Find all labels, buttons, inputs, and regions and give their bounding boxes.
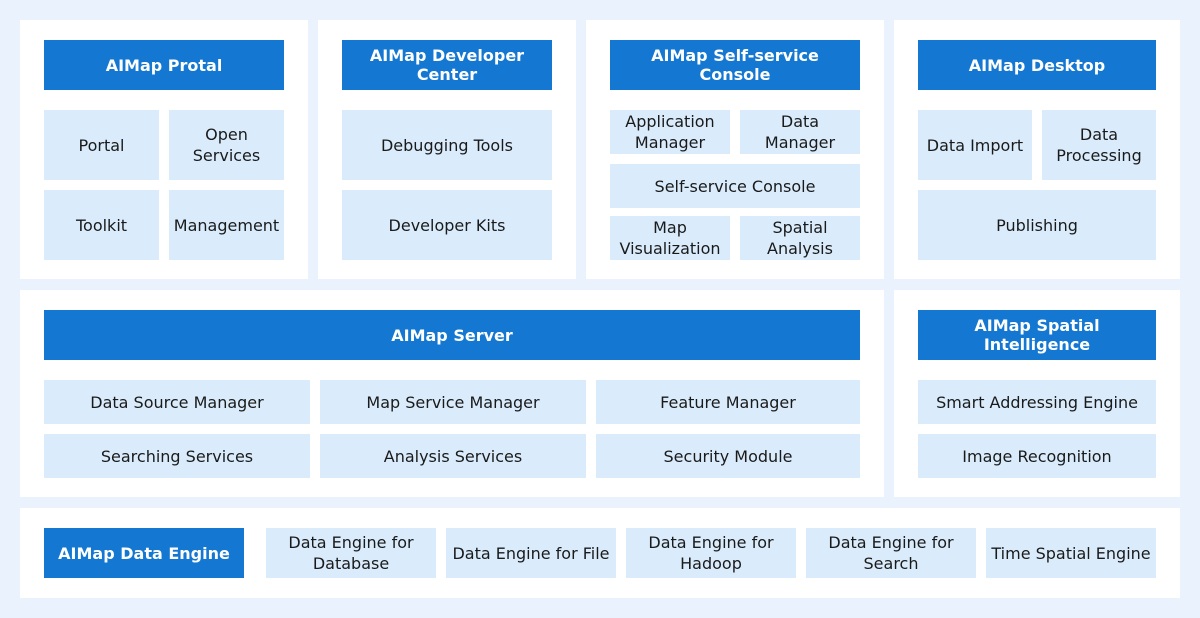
spatial-header: AIMap Spatial Intelligence [918,310,1156,360]
portal-header: AIMap Protal [44,40,284,90]
engine-item-database: Data Engine for Database [266,528,436,578]
portal-item-portal: Portal [44,110,159,180]
server-item-analysis-services: Analysis Services [320,434,586,478]
desktop-item-data-import: Data Import [918,110,1032,180]
desktop-header: AIMap Desktop [918,40,1156,90]
server-item-data-source-manager: Data Source Manager [44,380,310,424]
server-item-searching-services: Searching Services [44,434,310,478]
console-item-spatial-analysis: Spatial Analysis [740,216,860,260]
portal-item-open-services: Open Services [169,110,284,180]
server-item-feature-manager: Feature Manager [596,380,860,424]
developer-item-debugging-tools: Debugging Tools [342,110,552,180]
console-item-data-manager: Data Manager [740,110,860,154]
console-item-map-visualization: Map Visualization [610,216,730,260]
engine-item-time-spatial: Time Spatial Engine [986,528,1156,578]
desktop-item-data-processing: Data Processing [1042,110,1156,180]
portal-item-toolkit: Toolkit [44,190,159,260]
developer-header: AIMap Developer Center [342,40,552,90]
server-header: AIMap Server [44,310,860,360]
console-header: AIMap Self-service Console [610,40,860,90]
engine-item-search: Data Engine for Search [806,528,976,578]
server-item-map-service-manager: Map Service Manager [320,380,586,424]
desktop-item-publishing: Publishing [918,190,1156,260]
console-item-application-manager: Application Manager [610,110,730,154]
engine-item-file: Data Engine for File [446,528,616,578]
engine-item-hadoop: Data Engine for Hadoop [626,528,796,578]
developer-item-developer-kits: Developer Kits [342,190,552,260]
portal-item-management: Management [169,190,284,260]
spatial-item-image-recognition: Image Recognition [918,434,1156,478]
console-item-self-service-console: Self-service Console [610,164,860,208]
server-item-security-module: Security Module [596,434,860,478]
engine-header: AIMap Data Engine [44,528,244,578]
spatial-item-smart-addressing-engine: Smart Addressing Engine [918,380,1156,424]
